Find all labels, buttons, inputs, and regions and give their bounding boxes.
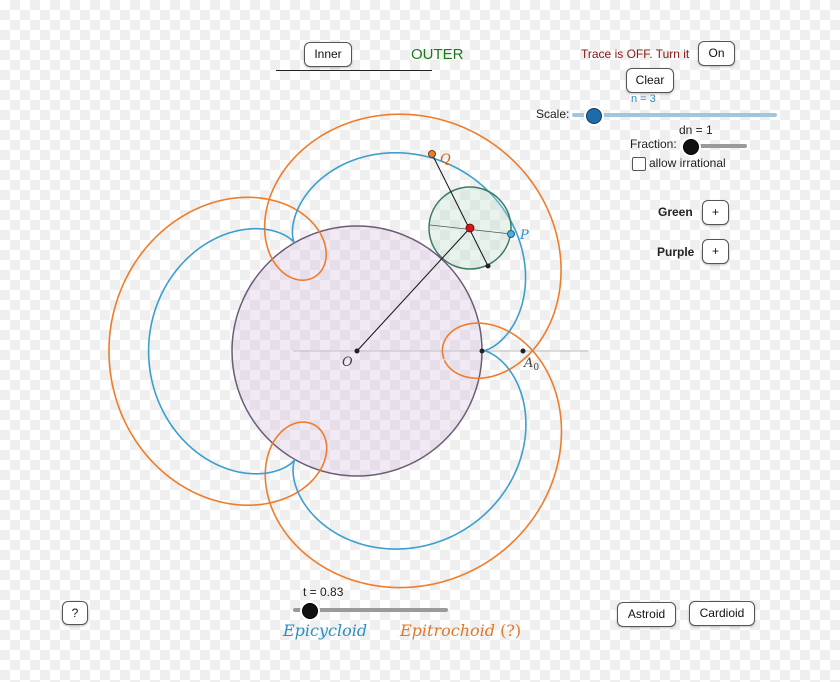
purple-plus-button[interactable]: + [702,239,729,264]
green-plus-button[interactable]: + [702,200,729,225]
mode-underline [276,70,432,71]
fraction-slider-knob[interactable] [683,139,699,155]
clear-button[interactable]: Clear [626,68,674,93]
n-value-label: n = 3 [631,93,656,105]
fraction-slider-track[interactable] [690,144,747,148]
trace-status-text: Trace is OFF. Turn it [581,47,690,61]
rod-line [431,153,489,267]
t-slider-track[interactable] [293,608,448,612]
point-contact [485,263,491,269]
green-label: Green [658,205,693,219]
epitrochoid-label: Epitrochoid (?) [400,621,521,640]
help-button[interactable]: ? [62,601,88,625]
point-center-red[interactable] [465,223,475,233]
t-value-label: t = 0.83 [303,585,344,599]
purple-label: Purple [657,245,695,259]
allow-irrational-label: allow irrational [649,156,726,170]
label-o: O [342,355,353,370]
point-contact-axis [479,348,485,354]
epitrochoid-name: Epitrochoid [400,621,496,640]
trace-on-button[interactable]: On [698,41,735,66]
point-o[interactable] [354,348,360,354]
epicycloid-label: Epicycloid [283,621,368,640]
inner-button[interactable]: Inner [304,42,352,67]
astroid-button[interactable]: Astroid [617,602,676,627]
scale-slider-knob[interactable] [585,108,602,124]
scale-slider-track[interactable] [572,113,777,117]
epicycloid-curve [147,151,527,550]
label-q: Q [440,152,451,167]
label-p: P [519,228,529,243]
point-q[interactable] [428,150,436,158]
epitrochoid-curve [108,113,563,589]
scale-label: Scale: [536,107,570,121]
fraction-label: Fraction: [630,137,677,151]
radius-line [356,227,471,352]
allow-irrational-checkbox[interactable] [632,157,646,171]
dn-value-label: dn = 1 [679,123,713,137]
epitrochoid-question[interactable]: (?) [500,621,522,640]
cardioid-button[interactable]: Cardioid [689,601,755,626]
t-slider-knob[interactable] [301,603,318,619]
point-p[interactable] [507,230,515,238]
outer-mode-label: OUTER [411,46,464,63]
point-a0[interactable] [520,348,526,354]
label-a0: A0 [523,356,539,373]
